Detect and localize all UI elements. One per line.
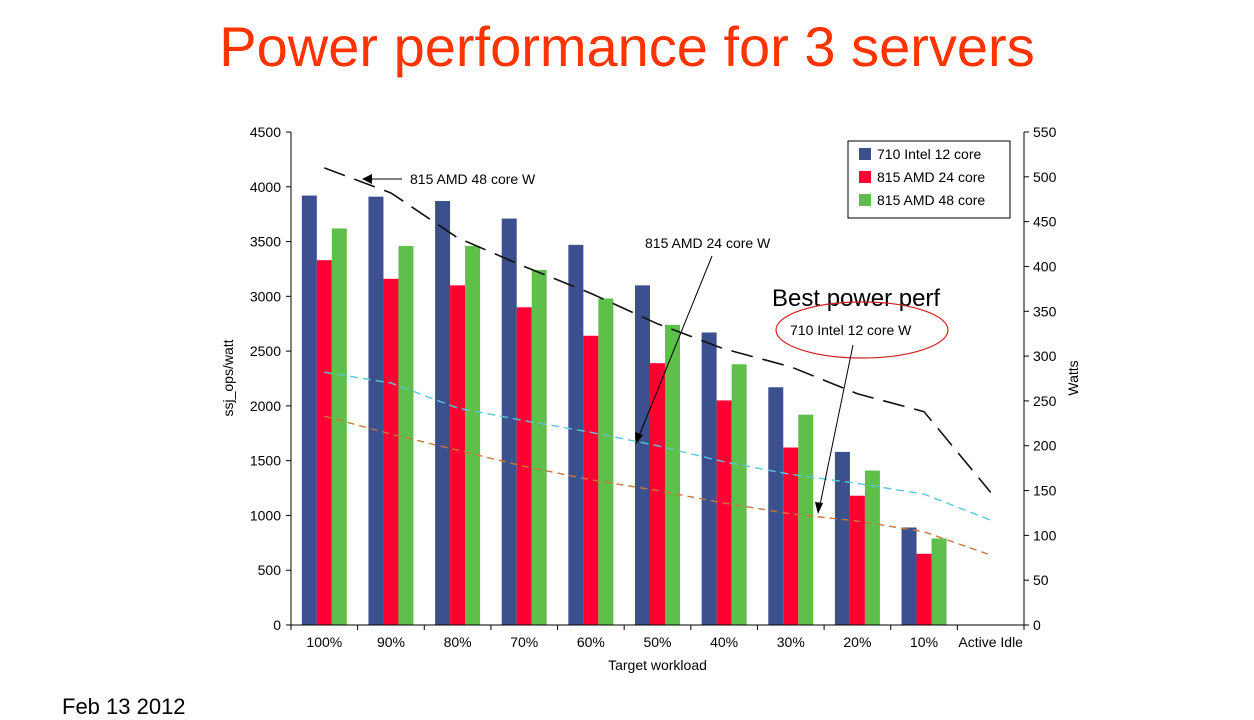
footer-date: Feb 13 2012 (62, 694, 186, 719)
bar (768, 387, 784, 625)
x-tick-label: 80% (444, 634, 472, 650)
x-tick-label: 100% (306, 634, 342, 650)
bars-layer (301, 195, 947, 626)
annotation-arrowhead (362, 174, 372, 184)
bar (650, 363, 665, 625)
legend-label: 815 AMD 48 core (877, 192, 985, 208)
bar (531, 270, 547, 625)
bar (316, 260, 332, 625)
bar (331, 228, 347, 626)
y-tick-label: 4000 (250, 179, 281, 195)
bar (301, 195, 317, 625)
bar (834, 451, 850, 625)
power-lines-layer (324, 167, 992, 556)
x-tick-label: 10% (910, 634, 938, 650)
bar (665, 324, 680, 625)
y2-tick-label: 500 (1033, 169, 1057, 185)
y2-tick-label: 550 (1033, 124, 1057, 140)
axes-layer: 0 500 1000 1500 2000 2500 3000 3500 4000 4500 0 50 1… (220, 124, 1081, 673)
y-tick-label: 3500 (250, 234, 281, 250)
annotation-arrowhead (815, 502, 823, 514)
annotation-arrow-line (638, 255, 713, 437)
annotation-amd48-w: 815 AMD 48 core W (410, 171, 536, 187)
bar (916, 553, 932, 625)
x-tick-label: Active Idle (958, 634, 1023, 650)
x-tick-label: 50% (643, 634, 671, 650)
y-tick-label: 2500 (250, 343, 281, 359)
power-line (324, 167, 992, 493)
annotation-highlight-ellipse (775, 301, 949, 359)
y-tick-label: 3000 (250, 288, 281, 304)
bar (901, 527, 917, 625)
y2-tick-label: 350 (1033, 303, 1057, 319)
y2-tick-label: 400 (1033, 258, 1057, 274)
y-tick-label: 0 (273, 617, 281, 633)
bar (368, 196, 384, 626)
y2-tick-label: 50 (1033, 572, 1049, 588)
y2-axis-label: Watts (1065, 360, 1081, 395)
bar (635, 285, 650, 625)
bar (931, 538, 947, 625)
bar (435, 201, 451, 625)
legend-label: 710 Intel 12 core (877, 146, 982, 162)
bar (501, 218, 517, 625)
bar (398, 245, 414, 625)
bar (864, 470, 880, 625)
annotation-amd24-w: 815 AMD 24 core W (645, 235, 771, 251)
bar (383, 278, 399, 625)
x-tick-label: 90% (377, 634, 405, 650)
x-tick-label: 60% (577, 634, 605, 650)
legend-swatch (859, 148, 871, 160)
y-tick-label: 500 (258, 562, 282, 578)
legend-swatch (859, 171, 871, 183)
bar (783, 447, 799, 625)
bar (583, 335, 599, 625)
power-line (324, 415, 991, 556)
legend-swatch (859, 194, 871, 206)
legend: 710 Intel 12 core 815 AMD 24 core 815 AMD … (847, 140, 1011, 219)
annotation-arrow-line (819, 344, 854, 506)
legend-box (847, 140, 1011, 219)
y2-tick-label: 450 (1033, 214, 1057, 230)
y-tick-label: 4500 (250, 124, 281, 140)
bar (465, 245, 481, 625)
x-tick-label: 70% (510, 634, 538, 650)
bar (731, 364, 747, 625)
y2-tick-label: 100 (1033, 527, 1057, 543)
x-tick-label: 20% (843, 634, 871, 650)
bar (701, 332, 717, 625)
bar (598, 298, 614, 625)
x-axis-label: Target workload (608, 657, 707, 673)
y-tick-label: 2000 (250, 398, 281, 414)
y2-tick-label: 200 (1033, 438, 1057, 454)
y-tick-label: 1000 (250, 507, 281, 523)
annotation-arrowhead (635, 432, 643, 444)
legend-label: 815 AMD 24 core (877, 169, 985, 185)
y-tick-label: 1500 (250, 453, 281, 469)
bar (798, 414, 814, 625)
y-axis-label: ssj_ops/watt (220, 339, 236, 416)
x-tick-label: 40% (710, 634, 738, 650)
annotation-intel12-w: 710 Intel 12 core W (790, 322, 912, 338)
power-line (324, 371, 991, 521)
y2-tick-label: 0 (1033, 617, 1041, 633)
bar (568, 244, 584, 625)
x-tick-label: 30% (777, 634, 805, 650)
slide-title: Power performance for 3 servers (219, 15, 1035, 78)
y2-tick-label: 150 (1033, 483, 1057, 499)
bar (849, 495, 865, 625)
bar (716, 400, 732, 625)
bar (450, 285, 466, 625)
y2-tick-label: 250 (1033, 393, 1057, 409)
y2-tick-label: 300 (1033, 348, 1057, 364)
